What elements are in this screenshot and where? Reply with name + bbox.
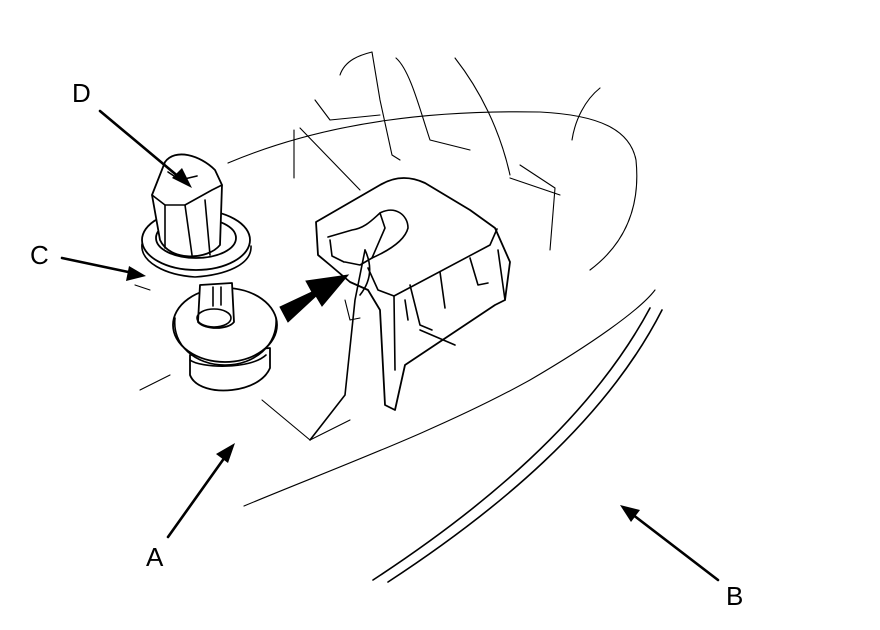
leader-b	[626, 509, 720, 582]
body-edge-lines	[372, 307, 663, 583]
callout-b: B	[726, 581, 743, 611]
callout-a: A	[146, 542, 164, 572]
leader-a	[166, 448, 232, 539]
leader-c	[60, 256, 140, 276]
callout-d: D	[72, 78, 91, 108]
leader-d	[98, 109, 188, 185]
leader-lines	[60, 109, 720, 582]
clip-assembly	[141, 153, 278, 392]
insertion-arrow	[279, 274, 350, 323]
mounting-bracket	[309, 177, 511, 441]
callout-c: C	[30, 240, 49, 270]
